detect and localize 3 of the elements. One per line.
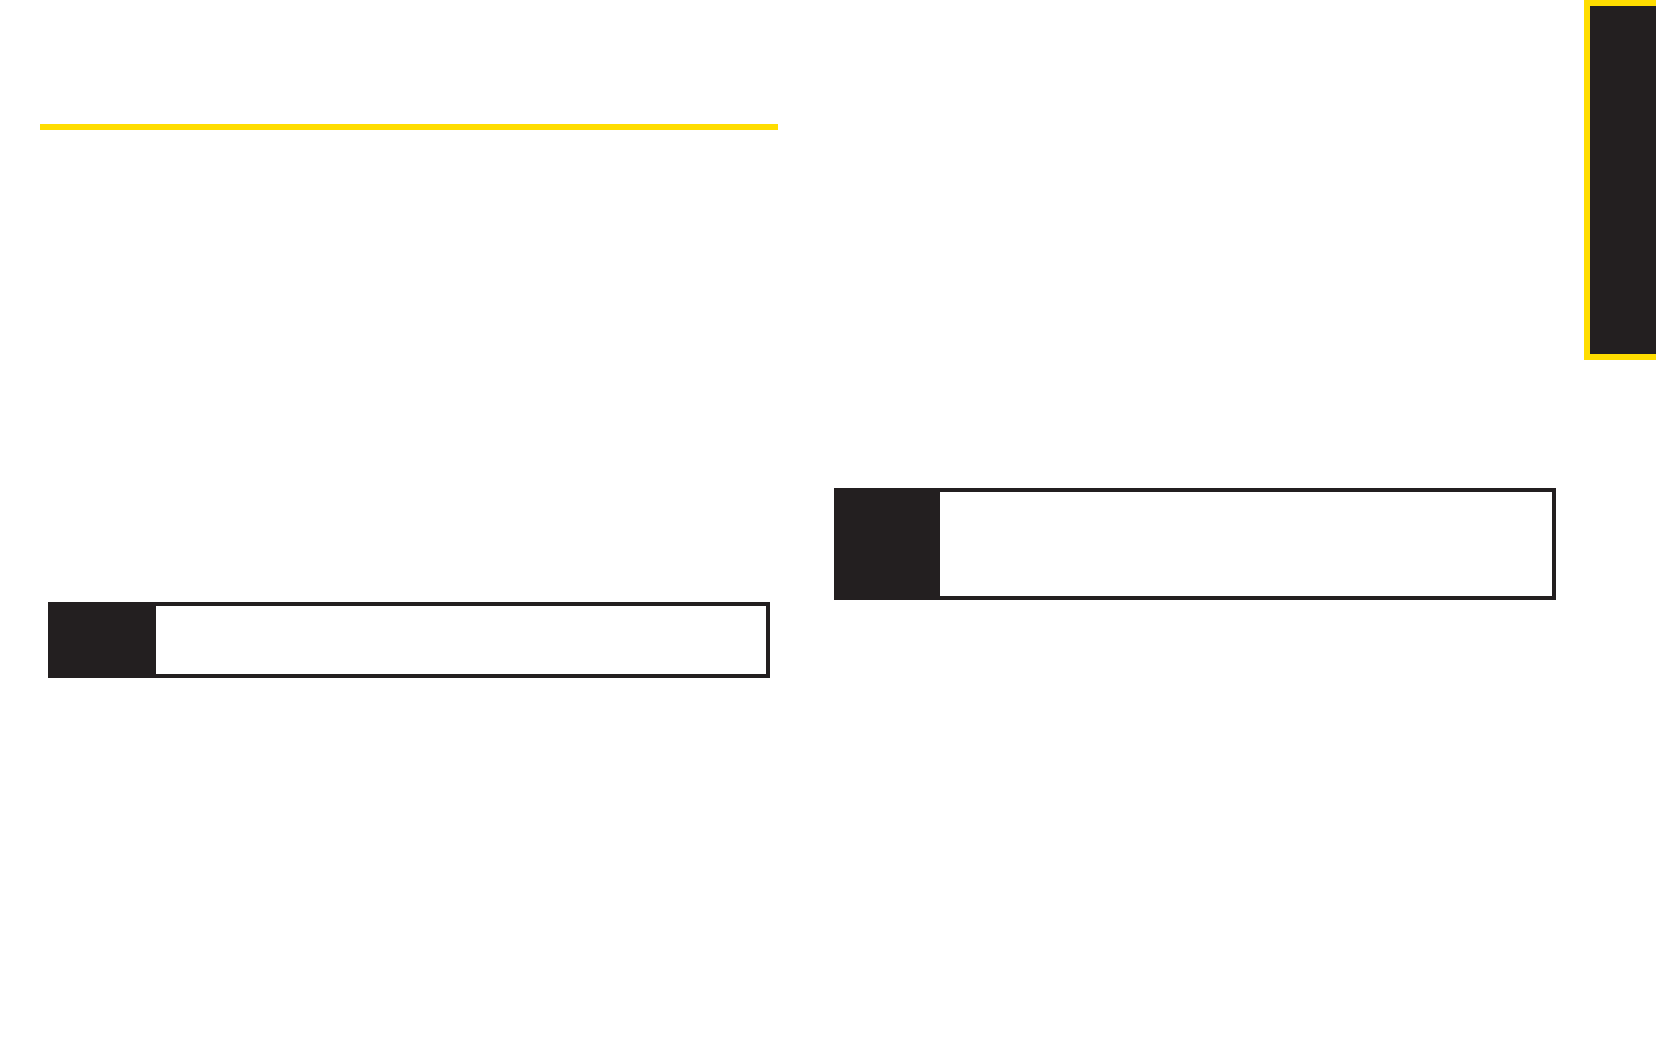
note-box xyxy=(48,602,770,678)
section-tab xyxy=(1584,0,1656,360)
note-box xyxy=(834,488,1556,600)
